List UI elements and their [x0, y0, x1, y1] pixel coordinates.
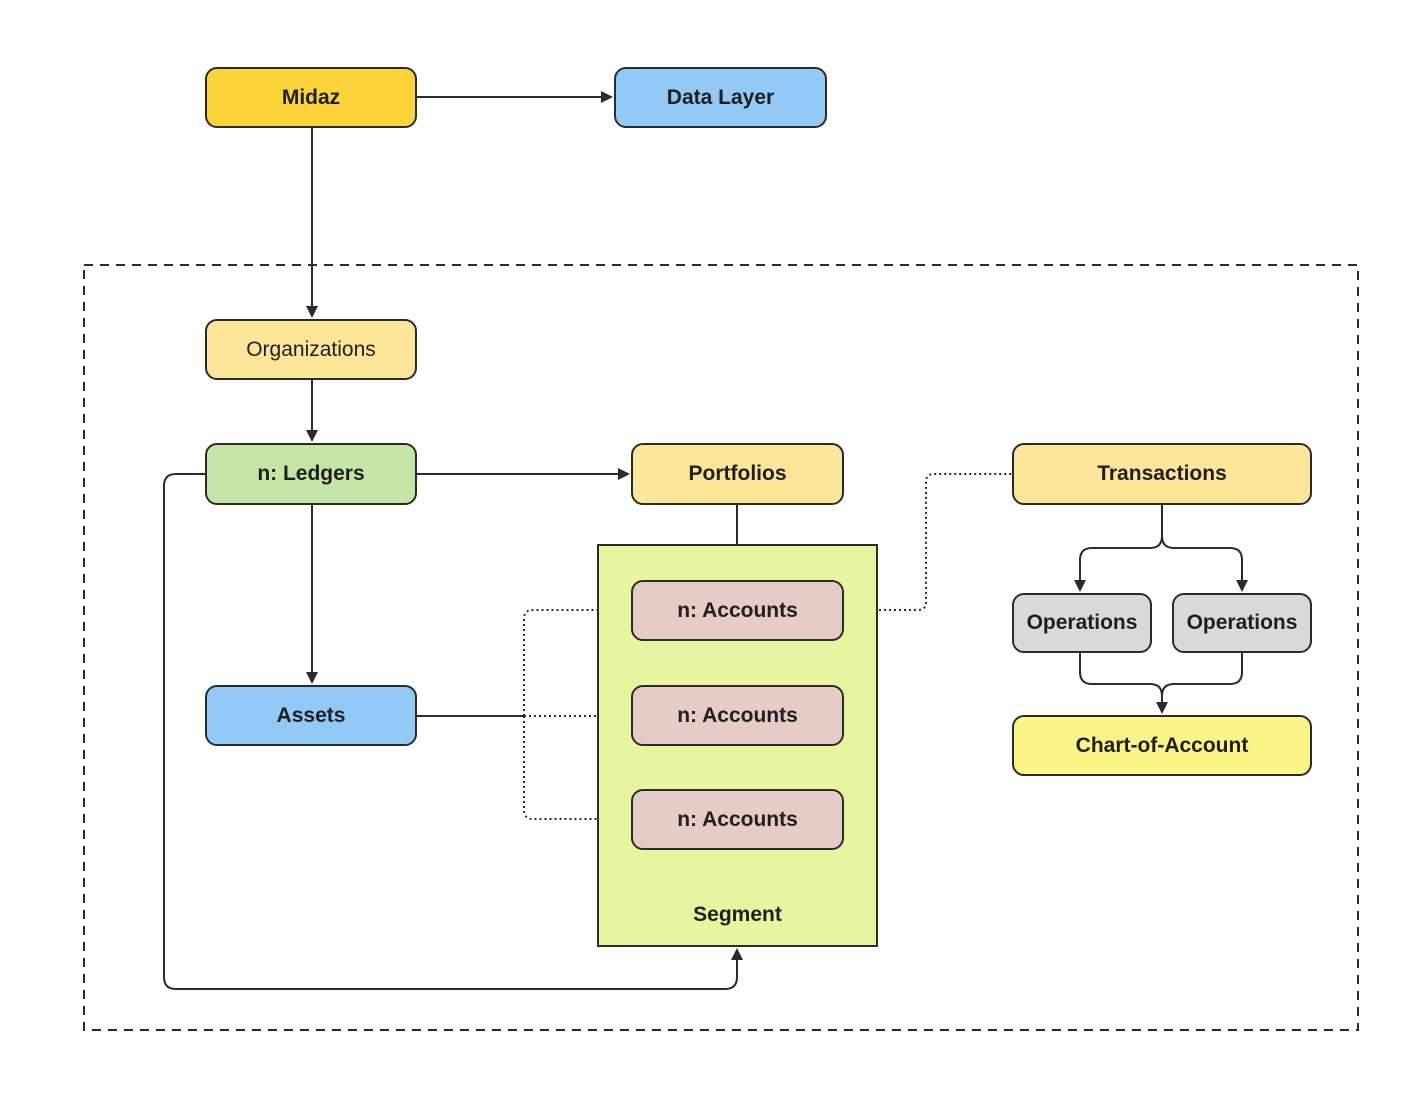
- edge-accounts-transactions-dotted: [844, 473, 1012, 611]
- assets-node[interactable]: Assets: [205, 685, 417, 746]
- edge-assets-accounts-3-dotted: [523, 716, 631, 820]
- accounts-node[interactable]: n: Accounts: [631, 580, 844, 641]
- edge-transactions-operations: [1074, 505, 1163, 592]
- scope-boundary: [83, 264, 1359, 1031]
- operations-node[interactable]: Operations: [1012, 593, 1152, 653]
- organizations-node[interactable]: Organizations: [205, 319, 417, 380]
- edge-transactions-operations-2: [1161, 535, 1248, 592]
- data-layer-node[interactable]: Data Layer: [614, 67, 827, 128]
- transactions-node[interactable]: Transactions: [1012, 443, 1312, 505]
- segment-label: Segment: [693, 903, 782, 926]
- edge-operations-chart-2: [1161, 653, 1243, 697]
- edge-operations-chart: [1079, 653, 1168, 714]
- accounts-node[interactable]: n: Accounts: [631, 685, 844, 746]
- chart-of-account-node[interactable]: Chart-of-Account: [1012, 715, 1312, 776]
- accounts-node[interactable]: n: Accounts: [631, 789, 844, 850]
- edge-ledgers-segment: [163, 473, 743, 990]
- ledgers-node[interactable]: n: Ledgers: [205, 443, 417, 505]
- portfolios-node[interactable]: Portfolios: [631, 443, 844, 505]
- operations-node[interactable]: Operations: [1172, 593, 1312, 653]
- midaz-node[interactable]: Midaz: [205, 67, 417, 128]
- edge-assets-accounts-dotted: [523, 609, 631, 716]
